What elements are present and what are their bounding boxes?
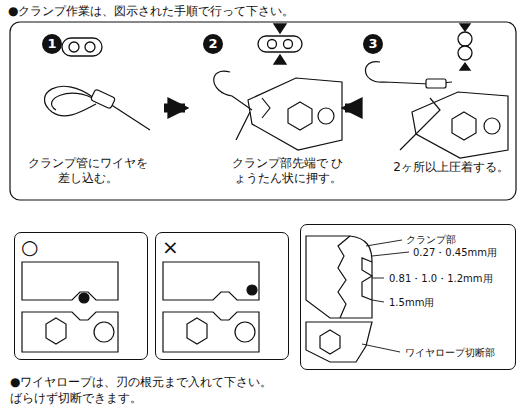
example-panel: ○ [14,232,148,360]
sleeve-icon [62,38,102,56]
part-label: ワイヤロープ切断部 [404,347,496,360]
note-caption: ●ワイヤロープは、刃の根元まで入れて下さい。 ばらけず切断できます。 [10,374,286,406]
leader-line [372,278,384,279]
cutter-head [320,330,340,354]
press-icon [258,36,302,52]
crimp-tool [484,118,500,134]
crimp-tool [365,62,508,158]
jaw-wrong [235,322,255,342]
step-number: 1 [42,34,62,54]
steps-frame [10,22,516,200]
leader-line [366,240,402,246]
wire-loop [44,86,96,116]
cutter-head [338,236,350,318]
press-icon [268,40,277,49]
steps-frame [10,22,516,200]
wire-loop [110,104,150,130]
example-panel: × [155,232,289,360]
cutter-head [362,258,372,300]
step-arrow [164,104,185,113]
jaw-correct [94,322,114,342]
judgement-mark: × [162,237,179,257]
wire-loop [44,86,150,130]
jaw-wrong [187,318,207,344]
jaw-correct [79,293,89,303]
crimp-tool [412,92,508,158]
step-arrow [345,104,352,113]
crimp-tool [214,71,342,150]
sleeve-icon [62,38,102,56]
part-label: 0.27・0.45mm用 [412,247,498,260]
jaw-wrong [247,285,257,295]
jaw-wrong [163,262,259,352]
jaw-wrong [163,312,259,352]
leader-line [372,300,384,302]
jaw-correct [46,318,66,344]
step-panel: 1 クランプ管にワイヤを 差し込む。 [15,28,160,196]
part-label: 1.5mm用 [388,297,435,310]
crimp-tool [214,71,252,110]
jaw-correct [22,312,118,352]
crimp-tool [318,108,334,124]
cutter-head [306,236,372,318]
figure-eight-icon [458,24,472,70]
wire-loop [52,93,96,110]
cutter-head [306,322,372,362]
step-panel: 3 2ヶ所以上圧着する。 [355,28,515,196]
figure-eight-icon [460,63,470,70]
sleeve-icon [85,42,95,52]
jaw-wrong [163,262,259,300]
part-label: クランプ部 [405,234,457,247]
crimp-tool [426,79,446,88]
figure-eight-icon [460,24,470,31]
step-panel: 2 クランプ部先端で ひょうたん状に押す。 [195,28,348,196]
step-number: 2 [203,34,223,54]
press-icon [284,40,293,49]
leader-line [362,344,400,352]
crimp-tool [452,112,476,140]
sleeve-icon [69,42,79,52]
crimp-tool [262,98,270,118]
leader-line [362,240,409,352]
part-label: 0.81・1.0・1.2mm用 [388,273,494,286]
jaw-correct [22,262,118,300]
crimp-tool [400,98,440,150]
press-icon [274,24,286,33]
wire-loop [90,89,115,109]
figure-eight-icon [458,46,472,60]
leader-line [372,252,409,256]
judgement-mark: ○ [21,237,38,257]
crimp-tool [248,78,342,150]
step-caption: クランプ部先端で ひょうたん状に押す。 [231,156,344,186]
figure-eight-icon [458,32,472,46]
cutter-head [306,236,372,362]
crimp-tool [288,102,312,130]
step-number: 3 [363,34,383,54]
press-icon [274,55,286,64]
press-icon [258,24,302,64]
jaw-correct [22,262,118,352]
heading: ●クランプ作業は、図示された手順で行って下さい。 [8,3,294,19]
crimp-tool [236,112,250,140]
step-caption: クランプ管にワイヤを 差し込む。 [25,156,150,186]
tool-part-panel: クランプ部0.27・0.45mm用 0.81・1.0・1.2mm用 1.5mm用ワイ… [300,224,516,370]
step-caption: 2ヶ所以上圧着する。 [391,160,511,175]
